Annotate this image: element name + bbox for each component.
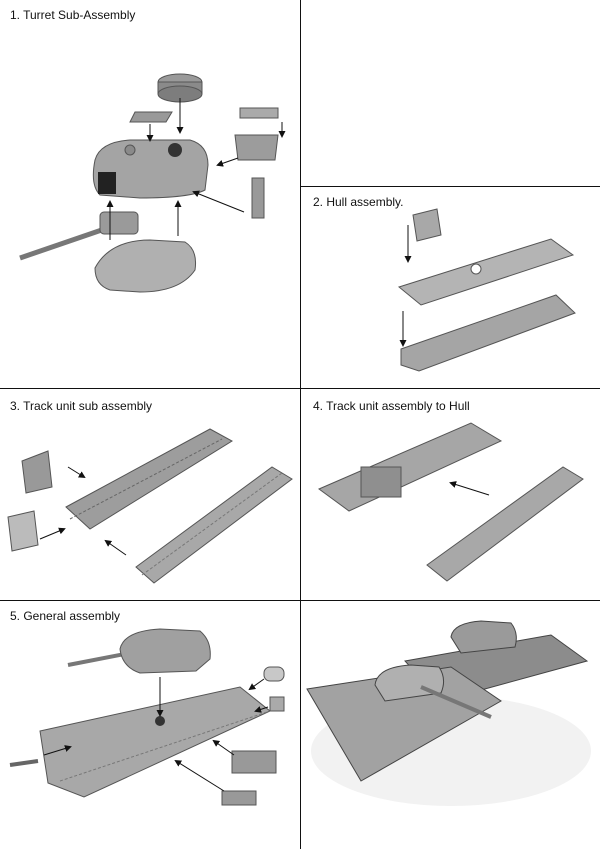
- divider-vertical: [300, 0, 301, 849]
- step-label: 2. Hull assembly.: [313, 195, 404, 209]
- panel-hull-assembly: 2. Hull assembly.: [301, 187, 600, 388]
- step-label: 3. Track unit sub assembly: [10, 399, 153, 413]
- divider-row-1-right: [300, 186, 600, 187]
- track-hull-illustration: [318, 422, 584, 582]
- completed-tanks-illustration: [306, 620, 591, 806]
- step-label: 5. General assembly: [10, 609, 121, 623]
- turret-parts-illustration: [19, 73, 286, 293]
- hull-parts-illustration: [397, 208, 576, 372]
- track-parts-illustration: [7, 428, 293, 584]
- step-label: 4. Track unit assembly to Hull: [313, 399, 470, 413]
- panel-turret-sub-assembly: 1. Turret Sub-Assembly: [0, 0, 300, 388]
- panel-empty: [301, 0, 600, 186]
- panel-track-unit-to-hull: 4. Track unit assembly to Hull: [301, 389, 600, 600]
- panel-general-assembly: 5. General assembly: [0, 601, 300, 849]
- step-label: 1. Turret Sub-Assembly: [10, 8, 136, 22]
- general-assembly-illustration: [9, 628, 285, 806]
- panel-completed-models: [301, 601, 600, 849]
- divider-row-3: [0, 600, 600, 601]
- divider-row-2: [0, 388, 600, 389]
- panel-track-unit-sub-assembly: 3. Track unit sub assembly: [0, 389, 300, 600]
